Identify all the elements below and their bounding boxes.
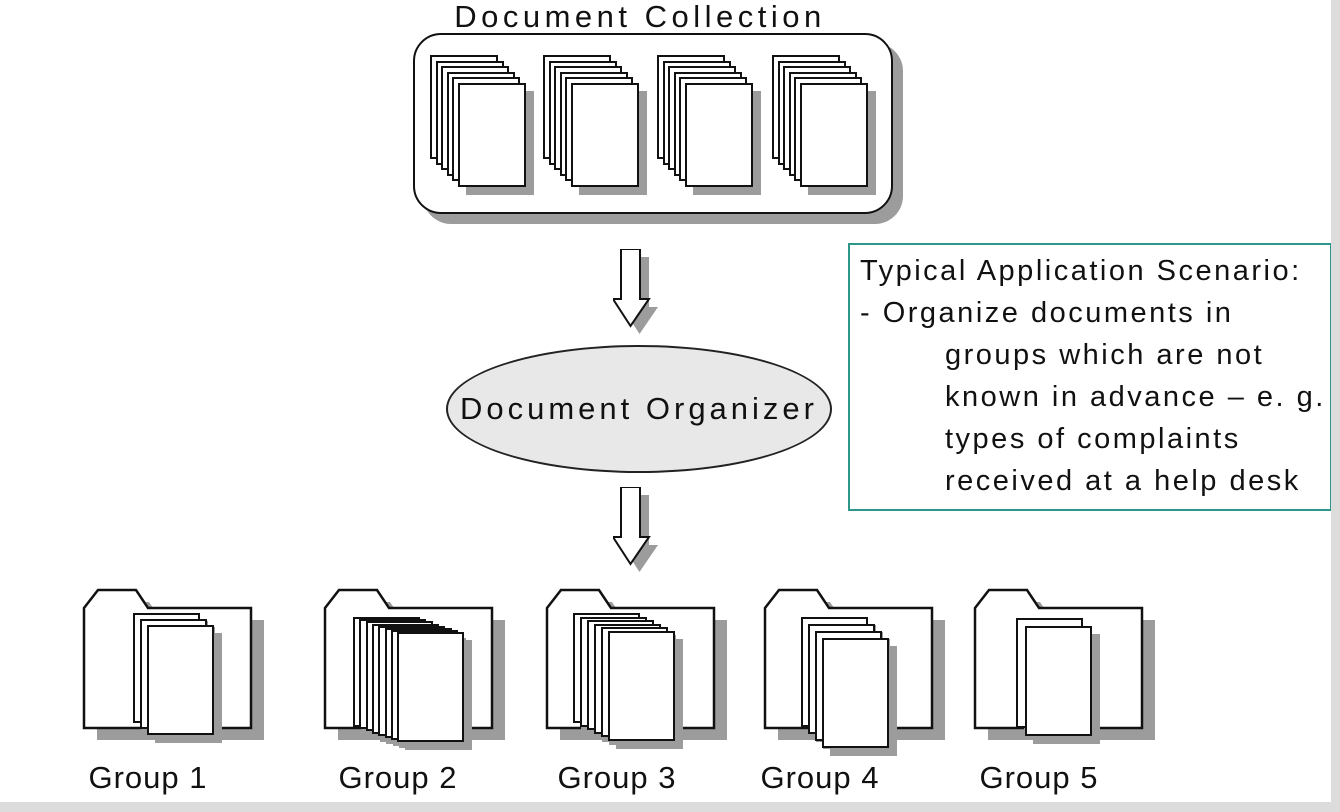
scenario-line: known in advance – e. g. bbox=[945, 381, 1326, 413]
document-page bbox=[800, 83, 868, 187]
document-page bbox=[458, 83, 526, 187]
document-page bbox=[147, 625, 214, 735]
document-page bbox=[822, 638, 889, 748]
viewer-edge-bottom bbox=[0, 802, 1340, 812]
scenario-line: received at a help desk bbox=[945, 465, 1301, 497]
document-page bbox=[397, 632, 465, 743]
folder-icon bbox=[323, 587, 509, 757]
group-label: Group 4 bbox=[760, 760, 880, 795]
group-label: Group 3 bbox=[557, 760, 677, 795]
document-page bbox=[608, 630, 675, 741]
folder-icon bbox=[82, 587, 268, 757]
scenario-line: types of complaints bbox=[945, 423, 1241, 455]
document-page bbox=[571, 83, 639, 187]
document-page bbox=[685, 83, 753, 187]
scenario-line: groups which are not bbox=[945, 339, 1265, 371]
group-label: Group 2 bbox=[338, 760, 458, 795]
down-arrow-icon bbox=[611, 486, 663, 575]
folder-icon bbox=[973, 587, 1159, 757]
group-label: Group 1 bbox=[88, 760, 208, 795]
document-organizer-ellipse: Document Organizer bbox=[446, 345, 832, 473]
folder-icon bbox=[545, 587, 731, 757]
folder-icon bbox=[763, 587, 949, 757]
document-page bbox=[1025, 626, 1092, 736]
collection-title: Document Collection bbox=[454, 0, 826, 34]
viewer-edge-right bbox=[1331, 0, 1340, 812]
organizer-label: Document Organizer bbox=[459, 391, 818, 426]
down-arrow-icon bbox=[611, 248, 663, 337]
group-label: Group 5 bbox=[979, 760, 1099, 795]
scenario-line: Typical Application Scenario: bbox=[860, 255, 1302, 287]
scenario-text-box: Typical Application Scenario: - Organize … bbox=[848, 243, 1332, 511]
scenario-line: - Organize documents in bbox=[860, 297, 1234, 329]
